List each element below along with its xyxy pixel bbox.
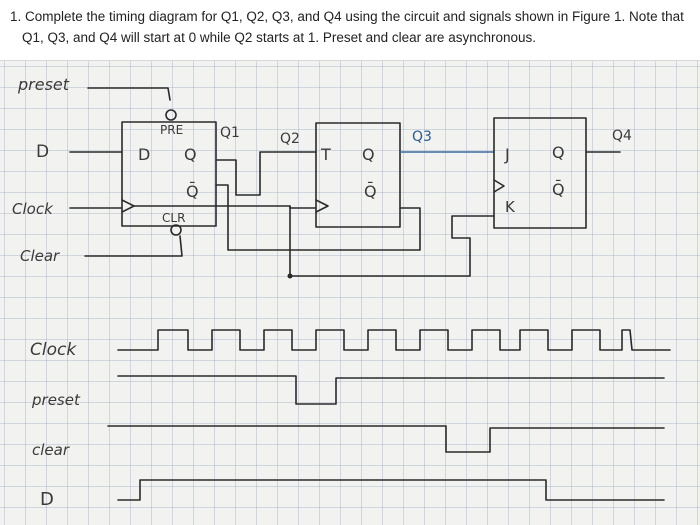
- ff3-clock-triangle: [493, 179, 505, 193]
- ff2-box: [315, 122, 401, 228]
- clear-wire: [84, 235, 183, 257]
- ff3-q-pin-label: Q: [552, 143, 565, 162]
- d-input-label: D: [36, 142, 49, 162]
- clock-input-label: Clock: [12, 200, 54, 218]
- clear-waveform: [107, 425, 665, 453]
- question-line-2: Q1, Q3, and Q4 will start at 0 while Q2 …: [22, 30, 536, 45]
- clear-input-label: Clear: [20, 247, 60, 265]
- timing-clear-label: clear: [32, 441, 70, 459]
- ff1-clr-bubble: [170, 224, 182, 236]
- timing-d-label: D: [40, 489, 54, 510]
- clock-waveform: [117, 329, 671, 351]
- preset-waveform: [117, 375, 665, 405]
- question-line-1: 1. Complete the timing diagram for Q1, Q…: [10, 9, 684, 24]
- ff1-qbar-pin-label: Q̄: [186, 182, 199, 201]
- ff1-clr-label: CLR: [162, 211, 185, 225]
- question-text-box: 1. Complete the timing diagram for Q1, Q…: [0, 0, 700, 61]
- ff3-j-pin-label: J: [504, 145, 510, 164]
- ff1-pre-label: PRE: [160, 123, 183, 137]
- q4-output-label: Q4: [612, 128, 632, 144]
- timing-clock-label: Clock: [30, 340, 77, 360]
- preset-wire: [87, 87, 171, 101]
- ff2-qbar-pin-label: Q̄: [364, 182, 377, 201]
- timing-preset-label: preset: [31, 391, 81, 409]
- q2-output-label: Q2: [280, 131, 300, 147]
- ff1-q-pin-label: Q: [184, 145, 197, 164]
- d-waveform: [117, 479, 665, 501]
- ff1-clock-triangle: [121, 199, 135, 213]
- ff1-pre-bubble: [165, 109, 177, 121]
- q1-output-label: Q1: [220, 125, 240, 141]
- clock-junction-dot: [287, 273, 293, 279]
- input-wires: [69, 87, 183, 257]
- ff1-d-flipflop: PRE CLR D Q Q̄: [121, 109, 217, 236]
- q3-output-label: Q3: [412, 129, 432, 145]
- q1-to-t-wire: [215, 151, 317, 196]
- ff3-box: [493, 117, 587, 229]
- ff2-clock-wire: [133, 205, 317, 209]
- ff2-t-flipflop: T Q Q̄: [315, 122, 401, 228]
- ff2-feedback-wire: [215, 184, 421, 251]
- ff1-box: [121, 121, 217, 227]
- ff3-qbar-pin-label: Q̄: [552, 180, 565, 199]
- ff3-clock-wire: [289, 205, 495, 277]
- ff3-jk-flipflop: J K Q Q̄: [493, 117, 587, 229]
- ff3-k-pin-label: K: [505, 198, 516, 216]
- ff2-t-pin-label: T: [320, 145, 331, 164]
- ff1-d-pin-label: D: [138, 145, 150, 164]
- preset-input-label: preset: [17, 75, 70, 94]
- ff2-clock-triangle: [315, 199, 329, 213]
- ff2-q-pin-label: Q: [362, 145, 375, 164]
